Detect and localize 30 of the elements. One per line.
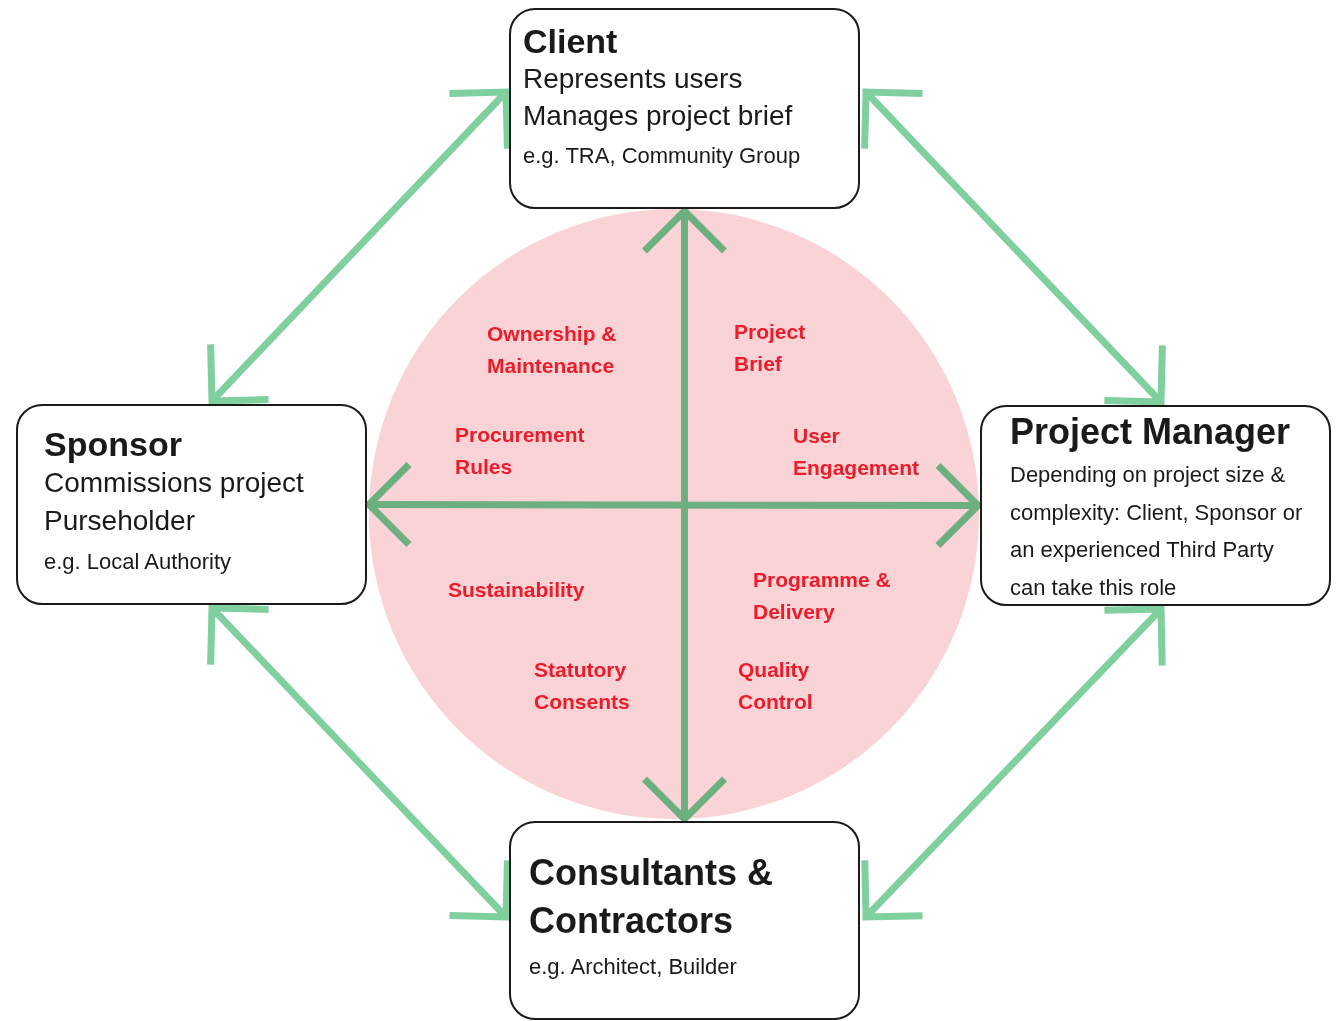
role-box — [980, 405, 1331, 606]
double-arrow — [365, 461, 982, 549]
role-title: Project Manager — [1010, 410, 1292, 454]
double-arrow — [861, 605, 1166, 921]
role-description: e.g. TRA, Community Group — [523, 142, 802, 170]
role-description: Manages project brief — [523, 99, 794, 133]
role-title: Client — [523, 22, 619, 60]
topic-label: User Engagement — [793, 423, 921, 481]
double-arrow — [641, 207, 728, 823]
role-title: Sponsor — [44, 424, 183, 464]
topic-label: Programme & Delivery — [753, 567, 892, 625]
role-description: Depending on project size & complexity: Client, Sponsor or an experienced Third Party can take this role — [1010, 461, 1304, 602]
role-description: e.g. Architect, Builder — [529, 953, 738, 981]
topic-label: Quality Control — [738, 657, 814, 715]
role-description: Represents users — [523, 62, 744, 96]
role-box — [509, 821, 860, 1020]
double-arrow — [861, 88, 1166, 406]
topic-label: Sustainability — [448, 577, 586, 603]
role-description: e.g. Local Authority — [44, 548, 233, 576]
topic-label: Project Brief — [734, 319, 807, 377]
topic-label: Ownership & Maintenance — [487, 321, 618, 379]
role-description: Commissions project — [44, 466, 305, 500]
role-box — [16, 404, 367, 605]
double-arrow — [207, 604, 511, 921]
role-box — [509, 8, 860, 209]
role-title: Consultants & Contractors — [529, 851, 774, 943]
topic-label: Statutory Consents — [534, 657, 631, 715]
double-arrow — [207, 88, 511, 405]
topic-label: Procurement Rules — [455, 422, 586, 480]
role-description: Purseholder — [44, 504, 196, 538]
